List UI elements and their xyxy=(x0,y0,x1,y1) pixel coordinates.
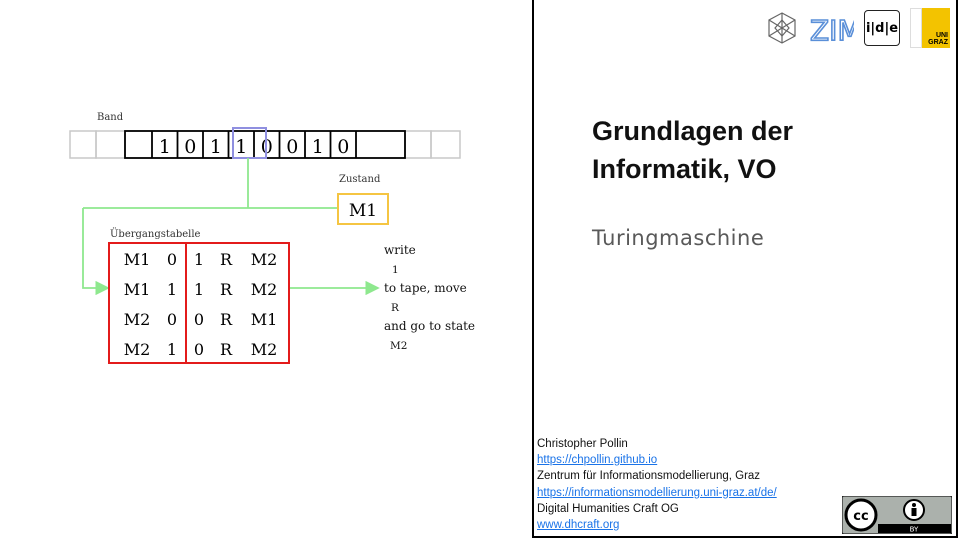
svg-text:cc: cc xyxy=(853,509,868,524)
table-cell: M2 xyxy=(124,310,151,329)
annotation-line: to tape, move xyxy=(384,281,467,295)
tape-cell: 1 xyxy=(210,136,222,158)
annotation-line: and go to state xyxy=(384,319,475,333)
tape-faded-cells xyxy=(69,130,461,159)
table-cell: M2 xyxy=(251,340,278,359)
tape-cell: 1 xyxy=(235,136,247,158)
state-box xyxy=(337,193,389,225)
annotation-line: write xyxy=(384,243,416,257)
table-cell: 0 xyxy=(167,250,177,269)
zim-network-icon xyxy=(768,12,796,44)
author-link[interactable]: https://chpollin.github.io xyxy=(537,454,658,467)
tape-cell: 0 xyxy=(286,136,298,158)
table-cell: R xyxy=(220,340,233,359)
tape-cell: 0 xyxy=(337,136,349,158)
slide-title: Grundlagen der Informatik, VO xyxy=(592,116,794,184)
logo-bar: ZIM i|d|e UNI GRAZ xyxy=(764,8,950,48)
current-state: M1 xyxy=(349,201,377,221)
table-cell: R xyxy=(220,250,233,269)
table-cell: M1 xyxy=(251,310,278,329)
slide-subtitle: Turingmaschine xyxy=(592,226,765,250)
svg-text:BY: BY xyxy=(910,526,919,534)
credits: Christopher Pollin https://chpollin.gith… xyxy=(537,436,777,533)
annotation-line: R xyxy=(391,302,400,314)
table-cell: 1 xyxy=(167,340,177,359)
table-cell: 0 xyxy=(194,340,204,359)
title-panel: ZIM i|d|e UNI GRAZ Grundlagen der Inform… xyxy=(532,0,958,538)
transition-table xyxy=(108,242,290,364)
company-link[interactable]: www.dhcraft.org xyxy=(537,519,620,532)
table-cell: 1 xyxy=(167,280,177,299)
band-label: Band xyxy=(97,112,124,123)
tape-cell: 1 xyxy=(159,136,171,158)
zim-logo: ZIM xyxy=(810,13,854,46)
cc-icon xyxy=(844,498,878,532)
state-label: Zustand xyxy=(339,174,381,185)
cc-by-license-badge[interactable]: cc BY xyxy=(842,496,952,534)
table-label: Übergangstabelle xyxy=(110,228,201,240)
table-cell: 1 xyxy=(194,250,204,269)
table-cell: M2 xyxy=(251,250,278,269)
table-cell: 0 xyxy=(194,310,204,329)
uni-graz-logo: UNI GRAZ xyxy=(910,8,950,48)
table-cell: 1 xyxy=(194,280,204,299)
tape-cell: 0 xyxy=(184,136,196,158)
table-cell: M1 xyxy=(124,250,151,269)
table-cell: 0 xyxy=(167,310,177,329)
tape-cell: 1 xyxy=(312,136,324,158)
table-cell: M1 xyxy=(124,280,151,299)
svg-text:ZIM: ZIM xyxy=(810,14,854,46)
connector-lines xyxy=(82,158,380,296)
annotation-line: M2 xyxy=(390,340,407,352)
idle-logo: i|d|e xyxy=(864,10,900,46)
table-cell: R xyxy=(220,310,233,329)
institution-name: Zentrum für Informationsmodellierung, Gr… xyxy=(537,470,761,483)
table-cell: M2 xyxy=(251,280,278,299)
annotation-line: 1 xyxy=(392,264,399,276)
table-cell: R xyxy=(220,280,233,299)
read-write-head xyxy=(232,127,267,159)
company-name: Digital Humanities Craft OG xyxy=(537,502,679,515)
institution-link[interactable]: https://informationsmodellierung.uni-gra… xyxy=(537,486,777,499)
author-name: Christopher Pollin xyxy=(537,438,628,450)
table-cell: M2 xyxy=(124,340,151,359)
